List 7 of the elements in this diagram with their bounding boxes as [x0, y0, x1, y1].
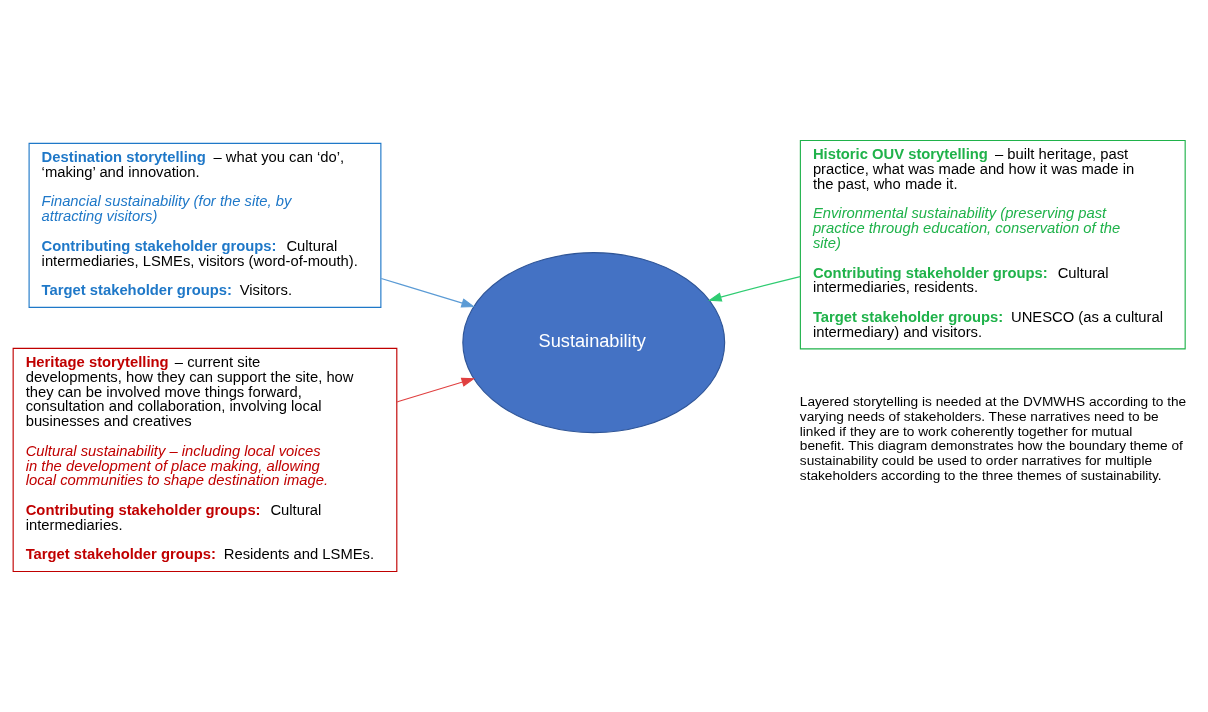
arrow: [396, 377, 476, 403]
node-box: Destination storytelling – what you can ‘do’, ‘making’ and innovation. Financial sustainability (for the site, by attracting visitors) Contributing stakeholder groups: Cultural intermediaries, LSMEs, visitors (word-of-mouth). Target stakeholder groups: Visitors.: [28, 142, 382, 308]
arrow: [380, 277, 476, 308]
label: Layered storytelling is needed at the DVMWHS according to the varying needs of stakeholders. These narratives need to be linked if they are to work coherently together for mutual benefit. This diagram demonstrates how the boundary theme of sustainability could be used to order narratives for multiple stakeholders according to the three themes of sustainability.: [799, 393, 1187, 483]
arrow: [708, 276, 801, 302]
node-box: Heritage storytelling – current site developments, how they can support the site, how they can be involved move things forward, consultation and collaboration, involving local businesses and creatives Cultural sustainability – including local voices in the development of place making, allowing local communities to shape destination image. Contributing stakeholder groups: Cultural intermediaries. Target stakeholder groups: Residents and LSMEs.: [12, 347, 398, 573]
node-box: Historic OUV storytelling – built heritage, past practice, what was made and how it was made in the past, who made it. Environmental sustainability (preserving past practice through education, conservation of the site) Contributing stakeholder groups: Cultural intermediaries, residents. Target stakeholder groups: UNESCO (as a cultural intermediary) and visitors.: [799, 140, 1186, 350]
